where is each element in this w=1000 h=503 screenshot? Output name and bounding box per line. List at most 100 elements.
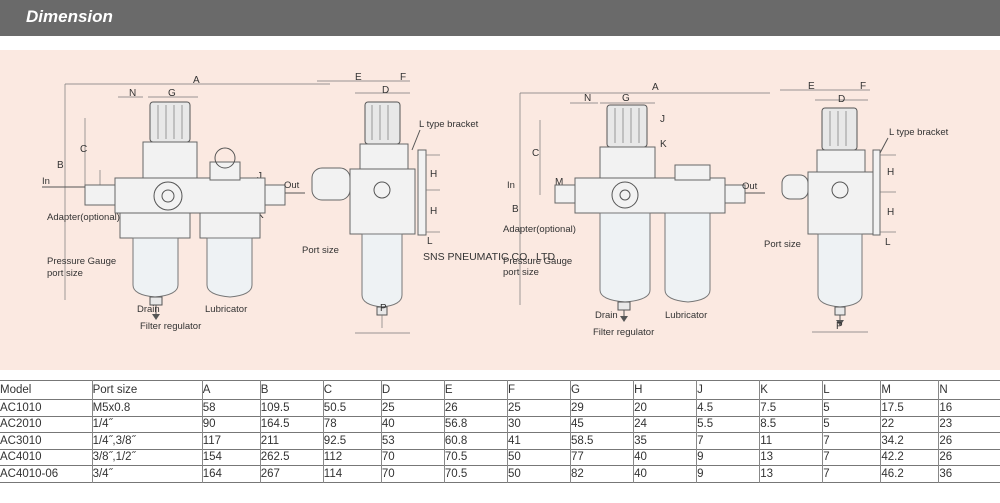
table-cell: 40 bbox=[381, 416, 445, 433]
label-lubricator: Lubricator bbox=[205, 304, 247, 315]
side-dim-l: L bbox=[427, 236, 433, 247]
right-label-out: Out bbox=[742, 181, 758, 192]
right-dim-a: A bbox=[652, 82, 659, 93]
column-header: Model bbox=[0, 380, 93, 400]
side2-dim-l: L bbox=[885, 237, 891, 248]
table-cell: 26 bbox=[939, 451, 953, 464]
side2-dim-h2: H bbox=[887, 207, 894, 218]
column-header: K bbox=[759, 380, 824, 400]
table-cell: 8.5 bbox=[759, 416, 824, 433]
table-cell: 36 bbox=[939, 467, 953, 480]
table-cell: 42.2 bbox=[880, 449, 940, 466]
table-cell: 25 bbox=[381, 399, 445, 416]
table-cell: 53 bbox=[381, 432, 445, 449]
column-header: M bbox=[880, 380, 940, 400]
table-cell: 35 bbox=[633, 432, 698, 449]
watermark-text: SNS PNEUMATIC CO., LTD bbox=[423, 251, 555, 263]
table-cell: 262.5 bbox=[260, 449, 324, 466]
table-cell: 1/4˝,3/8˝ bbox=[92, 432, 203, 449]
table-cell: 20 bbox=[633, 399, 698, 416]
table-cell: 1/4˝ bbox=[92, 416, 203, 433]
table-cell: 26 bbox=[939, 434, 953, 447]
table-cell: 40 bbox=[633, 465, 698, 482]
table-cell: 41 bbox=[507, 432, 572, 449]
side-dim-p: P bbox=[380, 303, 387, 314]
table-cell: 30 bbox=[507, 416, 572, 433]
right-dim-k: K bbox=[660, 139, 667, 150]
table-cell: 164.5 bbox=[260, 416, 324, 433]
column-header: C bbox=[323, 380, 382, 400]
table-cell: 5.5 bbox=[696, 416, 761, 433]
side2-dim-d: D bbox=[838, 94, 845, 105]
right-dim-n: N bbox=[584, 93, 591, 104]
table-cell: M5x0.8 bbox=[92, 399, 203, 416]
table-cell: 29 bbox=[570, 399, 635, 416]
table-cell: 25 bbox=[507, 399, 572, 416]
side2-dim-p: P bbox=[836, 321, 843, 332]
table-cell: 3/8˝,1/2˝ bbox=[92, 449, 203, 466]
dim-g: G bbox=[168, 88, 176, 99]
table-cell: 5 bbox=[822, 416, 882, 433]
side-dim-h1: H bbox=[430, 169, 437, 180]
table-cell: 7 bbox=[696, 432, 761, 449]
table-cell: 5 bbox=[822, 399, 882, 416]
right-front-view: A N G J C K M B In Out Adapter(optional)… bbox=[503, 82, 770, 338]
column-header: E bbox=[444, 380, 508, 400]
right-side-view: E F D L type bracket H H L Port size P bbox=[764, 81, 949, 333]
table-cell: 112 bbox=[323, 449, 382, 466]
label-out: Out bbox=[284, 180, 300, 191]
right-dim-c: C bbox=[532, 148, 539, 159]
table-cell: 109.5 bbox=[260, 399, 324, 416]
table-cell: 82 bbox=[570, 465, 635, 482]
left-side-view: E F D L type bracket H H L Port size P bbox=[302, 72, 479, 334]
table-cell: 58 bbox=[202, 399, 261, 416]
table-cell: 13 bbox=[759, 449, 824, 466]
right-dim-g: G bbox=[622, 93, 630, 104]
column-header: J bbox=[696, 380, 761, 400]
side2-dim-h1: H bbox=[887, 167, 894, 178]
right-dim-b: B bbox=[512, 204, 519, 215]
label-in: In bbox=[42, 176, 50, 187]
table-cell: 154 bbox=[202, 449, 261, 466]
label-pressure-gauge: Pressure Gauge bbox=[47, 256, 116, 267]
table-cell: AC3010 bbox=[0, 432, 93, 449]
table-cell: 50 bbox=[507, 449, 572, 466]
side-label-port-size: Port size bbox=[302, 245, 339, 256]
label-drain: Drain bbox=[137, 304, 160, 315]
column-header: L bbox=[822, 380, 882, 400]
table-cell: AC1010 bbox=[0, 399, 93, 416]
table-cell: 4.5 bbox=[696, 399, 761, 416]
table-cell: 26 bbox=[444, 399, 508, 416]
table-cell: 45 bbox=[570, 416, 635, 433]
table-cell: 9 bbox=[696, 449, 761, 466]
label-filter-regulator: Filter regulator bbox=[140, 321, 201, 332]
dim-a: A bbox=[193, 75, 200, 86]
side-dim-d: D bbox=[382, 85, 389, 96]
side-dim-f: F bbox=[400, 72, 406, 83]
dim-n: N bbox=[129, 88, 136, 99]
section-title: Dimension bbox=[26, 7, 113, 26]
left-front-view: A N G C B M J K In Out Adapter(optional) bbox=[42, 75, 330, 332]
dim-j: J bbox=[257, 171, 262, 182]
column-header: G bbox=[570, 380, 635, 400]
right-label-drain: Drain bbox=[595, 310, 618, 321]
table-cell: 50.5 bbox=[323, 399, 382, 416]
table-cell: 9 bbox=[696, 465, 761, 482]
diagram-svg: A N G C B M J K In Out Adapter(optional) bbox=[42, 72, 949, 338]
table-cell: 34.2 bbox=[880, 432, 940, 449]
table-cell: 22 bbox=[880, 416, 940, 433]
side-dim-h2: H bbox=[430, 206, 437, 217]
table-cell: 92.5 bbox=[323, 432, 382, 449]
side2-label-port-size: Port size bbox=[764, 239, 801, 250]
table-cell: 17.5 bbox=[880, 399, 940, 416]
column-header: Port size bbox=[92, 380, 203, 400]
table-cell: 16 bbox=[939, 401, 953, 414]
table-cell: 211 bbox=[260, 432, 324, 449]
